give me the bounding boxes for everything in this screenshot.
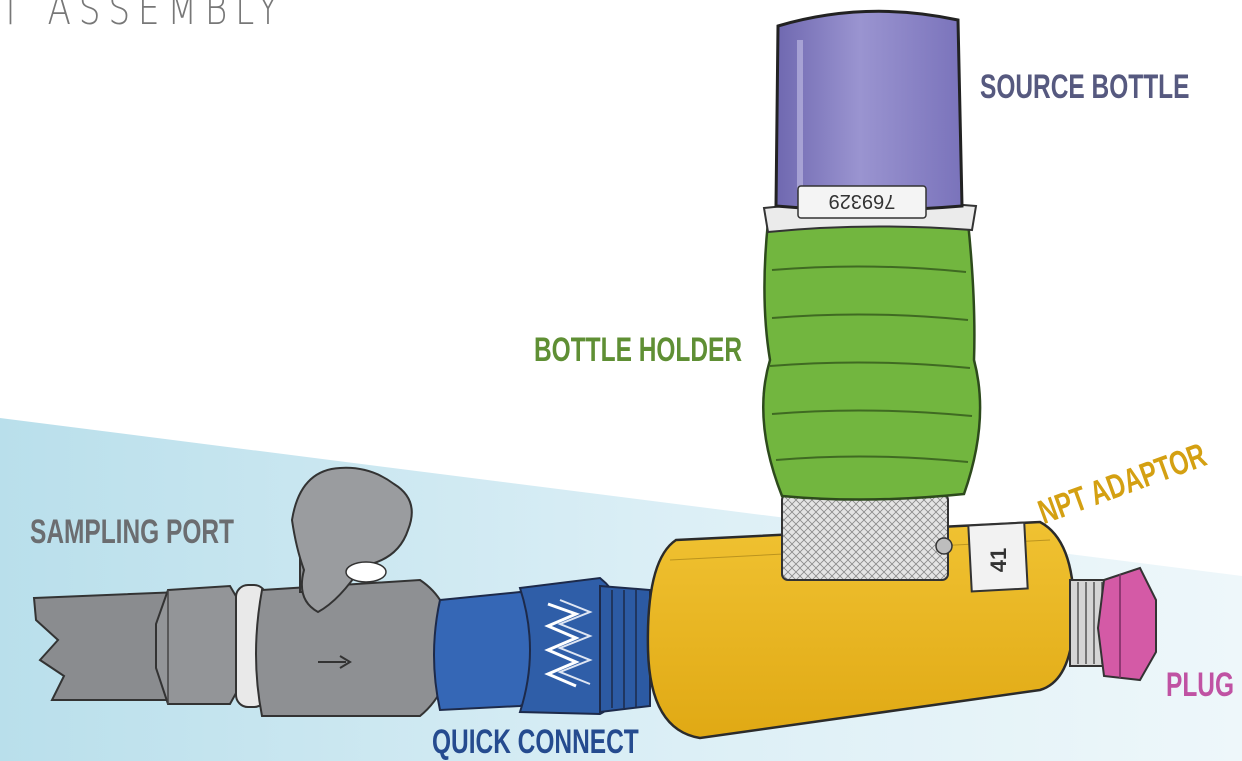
label-quick-connect: QUICK CONNECT	[432, 723, 639, 761]
quick-connect	[433, 576, 651, 716]
bottle-number: 769329	[829, 190, 896, 212]
diagram-title: T ASSEMBLY	[0, 0, 287, 35]
label-source-bottle: SOURCE BOTTLE	[980, 68, 1190, 106]
adaptor-number: 41	[986, 548, 1011, 572]
source-bottle: 769329	[774, 9, 964, 219]
label-bottle-holder: BOTTLE HOLDER	[534, 331, 743, 369]
npt-adaptor: 41	[646, 520, 1111, 740]
plug	[1096, 566, 1157, 682]
bottle-holder	[762, 200, 982, 501]
label-sampling-port: SAMPLING PORT	[30, 513, 235, 551]
holder-knurled-nut	[781, 493, 953, 581]
label-plug: PLUG	[1166, 666, 1235, 704]
